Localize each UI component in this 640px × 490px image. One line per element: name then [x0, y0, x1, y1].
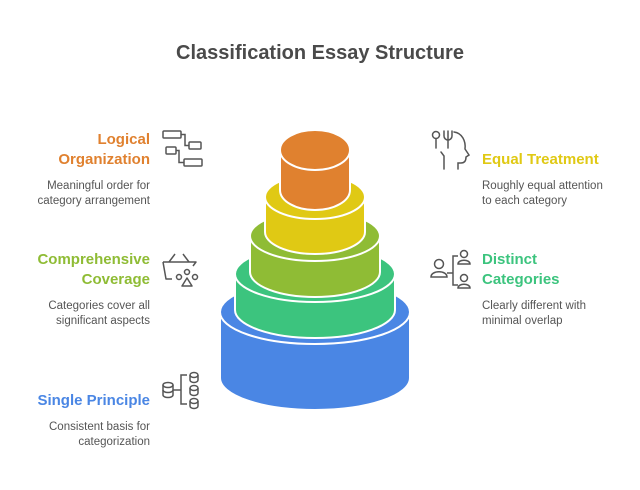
item-title-line: Distinct	[482, 251, 538, 268]
head-utensils-icon	[431, 130, 471, 170]
item-title: Equal Treatment	[482, 150, 632, 170]
item-single-principle: Single Principle Consistent basis for ca…	[0, 391, 150, 450]
item-comprehensive-coverage: Comprehensive Coverage Categories cover …	[0, 250, 150, 329]
item-desc-line: Consistent basis for	[49, 421, 150, 433]
item-title: Single Principle	[0, 391, 150, 411]
item-desc-line: Meaningful order for	[47, 180, 150, 192]
item-desc-line: minimal overlap	[482, 315, 563, 327]
basket-icon	[162, 253, 199, 287]
tier-top	[279, 129, 351, 171]
item-title-line: Equal Treatment	[482, 151, 599, 168]
item-desc-line: Categories cover all	[48, 300, 150, 312]
item-distinct-categories: Distinct Categories Clearly different wi…	[482, 250, 632, 329]
item-title: Logical Organization	[0, 130, 150, 170]
item-desc-line: to each category	[482, 195, 568, 207]
item-title-line: Organization	[58, 151, 150, 168]
item-title-line: Single Principle	[37, 392, 150, 409]
diagram-title: Classification Essay Structure	[176, 42, 464, 64]
item-description: Clearly different with minimal overlap	[482, 299, 632, 329]
item-desc-line: significant aspects	[56, 315, 150, 327]
item-description: Meaningful order for category arrangemen…	[0, 179, 150, 209]
item-desc-line: category arrangement	[37, 195, 150, 207]
item-desc-line: Roughly equal attention	[482, 180, 603, 192]
item-title-line: Logical	[97, 131, 150, 148]
item-title-line: Coverage	[81, 271, 150, 288]
database-hierarchy-icon	[162, 371, 199, 410]
item-equal-treatment: Equal Treatment Roughly equal attention …	[482, 150, 632, 209]
item-title-line: Categories	[482, 271, 560, 288]
item-description: Categories cover all significant aspects	[0, 299, 150, 329]
item-description: Roughly equal attention to each category	[482, 179, 632, 209]
item-title: Distinct Categories	[482, 250, 632, 290]
item-desc-line: Clearly different with	[482, 300, 586, 312]
item-logical-organization: Logical Organization Meaningful order fo…	[0, 130, 150, 209]
tier-logical-organization	[279, 129, 351, 211]
user-hierarchy-icon	[430, 249, 471, 289]
item-title-line: Comprehensive	[37, 251, 150, 268]
item-desc-line: categorization	[78, 436, 150, 448]
item-title: Comprehensive Coverage	[0, 250, 150, 290]
item-description: Consistent basis for categorization	[0, 420, 150, 450]
flowchart-icon	[162, 130, 203, 167]
